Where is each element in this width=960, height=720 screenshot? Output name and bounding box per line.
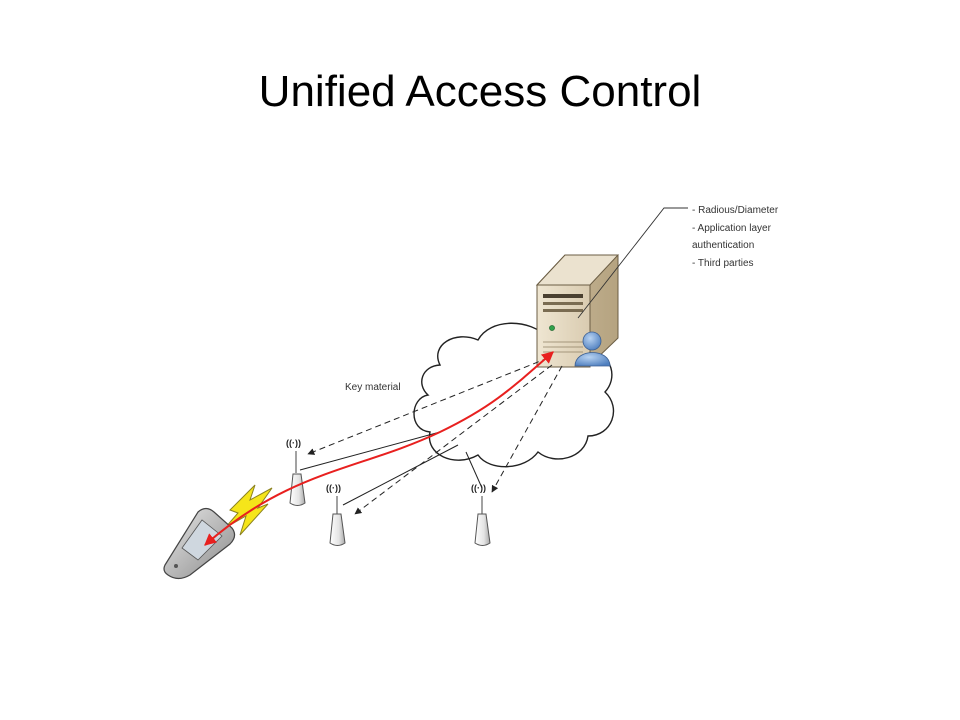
authentication-flow-arrow [204, 351, 554, 546]
server-callout [577, 207, 688, 319]
note-radius-diameter: - Radious/Diameter [692, 205, 779, 216]
ap3-signal-label: ((·)) [471, 483, 486, 493]
ap1-signal-label: ((·)) [286, 438, 301, 448]
note-authentication: authentication [692, 240, 754, 251]
note-third-parties: - Third parties [692, 258, 754, 269]
mobile-phone-icon [163, 507, 236, 580]
key-material-label: Key material [345, 382, 401, 393]
access-point-2: ((·)) [326, 483, 346, 546]
authentication-server [535, 254, 620, 368]
server-notes: - Radious/Diameter - Application layer a… [692, 205, 779, 269]
access-point-3: ((·)) [471, 483, 491, 546]
access-point-1: ((·)) [286, 438, 306, 506]
user-icon [574, 331, 611, 367]
ap2-signal-label: ((·)) [326, 483, 341, 493]
note-application-layer: - Application layer [692, 223, 772, 234]
slide-title: Unified Access Control [258, 67, 702, 116]
